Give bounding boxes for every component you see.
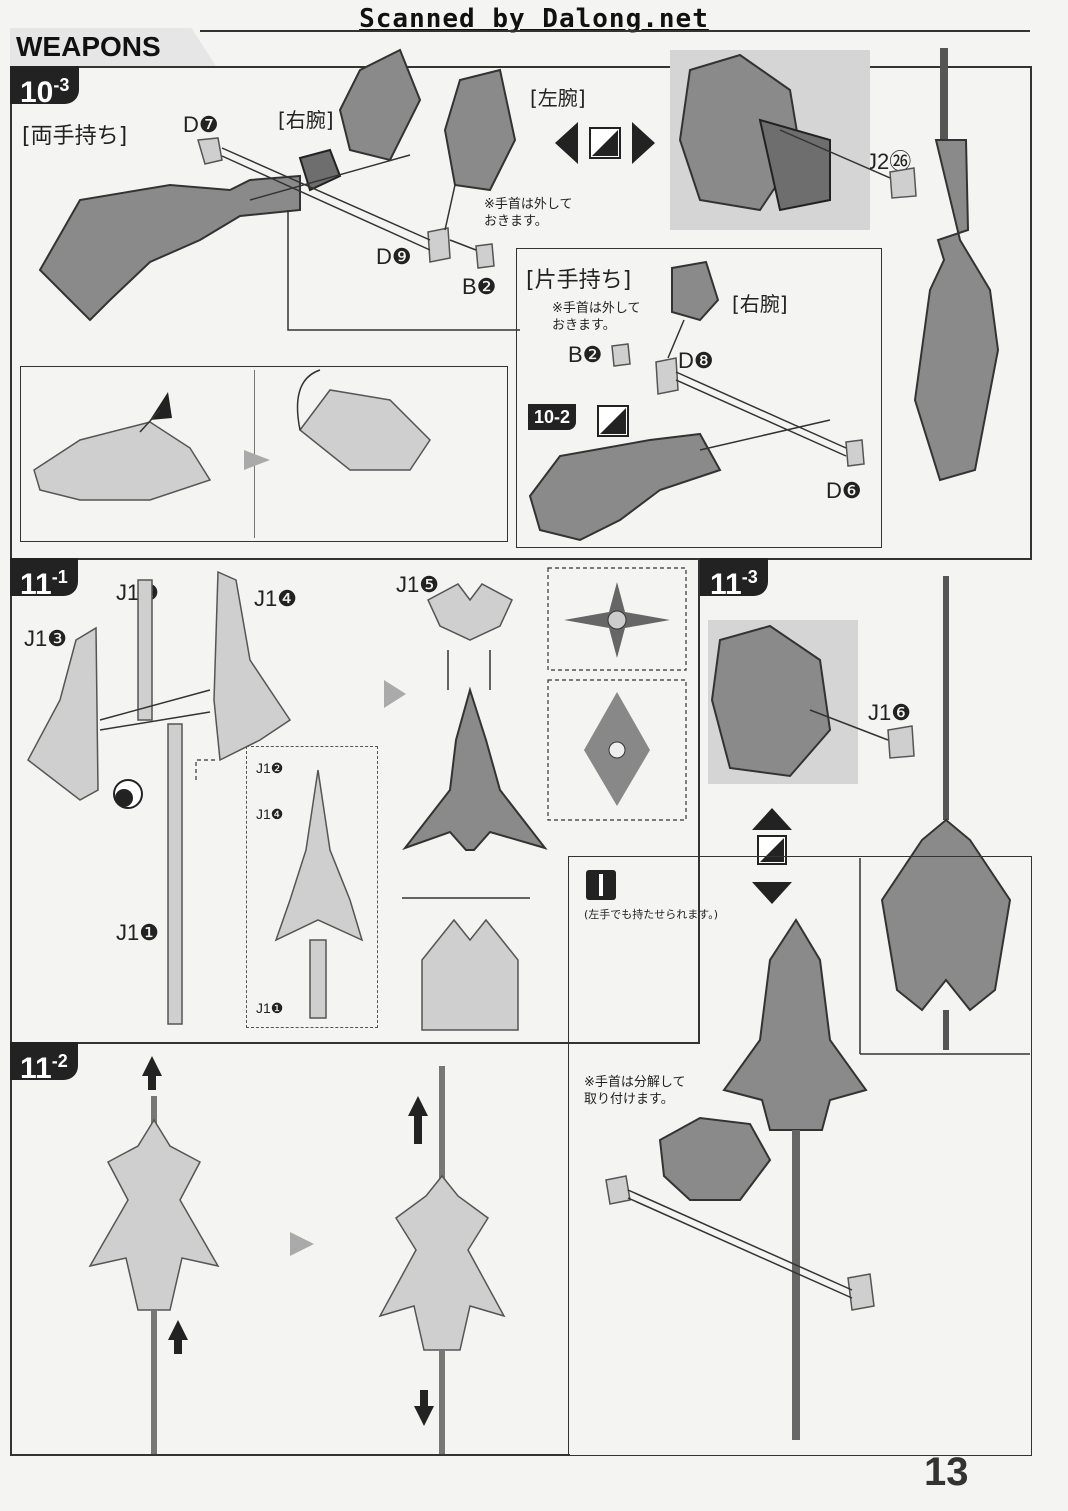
part-label-d8: D❽ — [678, 348, 714, 373]
panel-hand-attach — [568, 856, 1032, 1456]
detail-divider — [254, 370, 255, 538]
rod-part-j1-2 — [137, 579, 153, 721]
part-label-d6: D❻ — [826, 478, 862, 503]
blade-part-j1-5 — [427, 583, 513, 641]
hand-part-d8 — [655, 357, 679, 395]
detail-label-j1-2: J1❷ — [256, 760, 284, 776]
lance-head-assembled — [402, 686, 548, 851]
assembly-detail-box — [246, 746, 378, 1028]
weapon-body-part — [38, 174, 301, 322]
panel-step-11-3 — [698, 558, 1032, 858]
mecha-torso-2 — [710, 624, 832, 778]
hand-part-d7 — [197, 137, 223, 165]
page-number: 13 — [924, 1450, 969, 1494]
part-label-d9: D❾ — [376, 244, 412, 269]
step-11-1-illustration — [27, 567, 687, 1031]
step-badge-11-1: 11-1 — [10, 558, 78, 601]
detail-label-j1-4: J1❹ — [256, 806, 284, 822]
part-label-j1-3: J1❸ — [24, 626, 67, 651]
part-label-d7: D❼ — [183, 112, 219, 137]
hand-assembly-part — [658, 1116, 772, 1201]
lance-head-detail — [421, 918, 519, 1031]
header-rule — [200, 30, 1030, 32]
part-label-b2-2: B❷ — [568, 342, 603, 367]
shaft-part-j1-1 — [167, 723, 183, 1025]
blade-part-j1-4 — [213, 570, 292, 762]
both-hands-illustration — [38, 48, 1000, 482]
one-hand-label: [片手持ち] — [526, 268, 632, 293]
part-label-j1-1: J1❶ — [116, 920, 159, 945]
step-badge-11-3: 11-3 — [700, 558, 768, 601]
detail-lance-head — [274, 769, 364, 942]
right-arm-label-2: [右腕] — [732, 292, 788, 316]
section-title: WEAPONS — [10, 28, 216, 66]
detail-label-j1-1: J1❶ — [256, 1000, 284, 1016]
wrist-remove-note: ※手首は外して おきます。 — [484, 197, 573, 229]
right-arm-part — [338, 48, 422, 162]
part-label-j1-5: J1❺ — [396, 572, 439, 597]
weapon-body-part-2 — [528, 432, 722, 542]
right-arm-part-2 — [671, 260, 720, 322]
lance-head-11-3 — [880, 818, 1012, 1012]
blade-part-j1-3 — [27, 626, 99, 801]
reference-badge-10-2: 10-2 — [528, 404, 577, 430]
hand-part-d6 — [845, 439, 865, 467]
part-label-j1-4: J1❹ — [254, 586, 297, 611]
hand-part-j2-26 — [889, 167, 917, 199]
panel-one-hand — [516, 248, 882, 548]
both-hands-label: [両手持ち] — [22, 124, 128, 149]
left-hand-icon — [586, 870, 616, 900]
left-arm-label: [左腕] — [530, 86, 586, 110]
step-badge-11-2: 11-2 — [10, 1042, 78, 1085]
jaw-part-open — [298, 389, 431, 471]
left-arm-part — [443, 68, 517, 192]
part-label-b2: B❷ — [462, 274, 497, 299]
jaw-part-closed — [33, 421, 212, 501]
step-badge-10-3: 10-3 — [10, 66, 80, 109]
panel-jaw-detail — [20, 366, 508, 542]
panel-step-11-2 — [10, 1042, 570, 1456]
one-hand-illustration — [528, 260, 865, 542]
wrist-remove-note-2: ※手首は外して おきます。 — [552, 301, 641, 333]
scan-watermark: Scanned by Dalong.net — [359, 4, 709, 34]
hand-part-b2 — [475, 243, 495, 269]
wrist-disassemble-note: ※手首は分解して 取り付けます。 — [584, 1075, 686, 1107]
jaw-detail-illustration — [33, 369, 431, 501]
hand-part-d9 — [427, 227, 451, 263]
left-hand-note: (左手でも持たせられます。) — [584, 908, 718, 921]
assembly-detail-illustration — [274, 769, 364, 1019]
lance-part — [913, 139, 1000, 482]
right-arm-label: [右腕] — [278, 108, 334, 132]
part-label-j1-6: J1❻ — [868, 700, 911, 725]
lance-head-large — [722, 918, 868, 1131]
hand-part-j1-6 — [887, 725, 915, 759]
